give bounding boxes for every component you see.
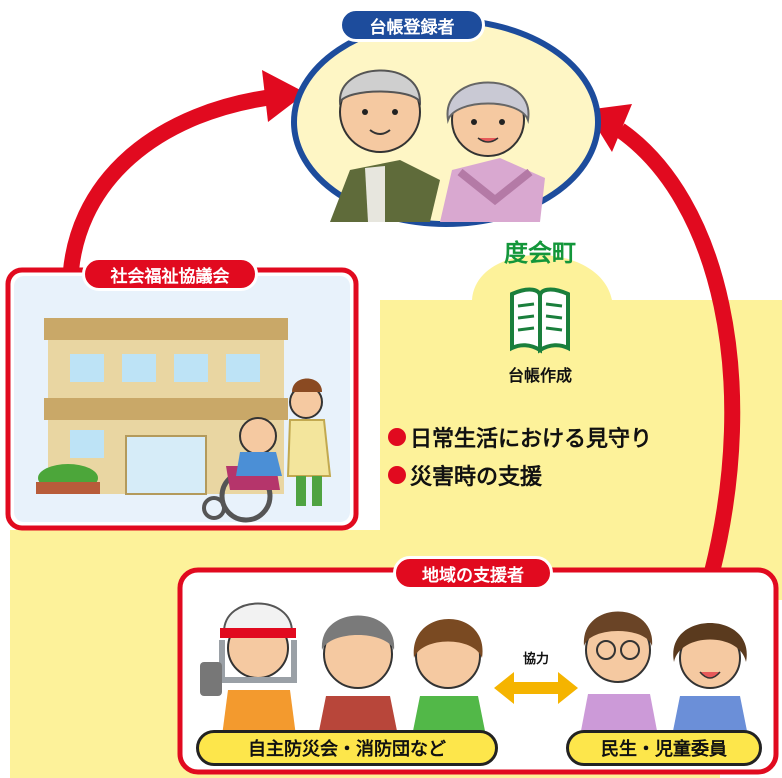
elderly-man-illustration bbox=[330, 69, 440, 222]
cooperation-arrow bbox=[494, 672, 578, 704]
arrowhead-left bbox=[262, 70, 306, 122]
disaster-group-label: 自主防災会・消防団など bbox=[196, 730, 498, 766]
purpose-item: 災害時の支援 bbox=[388, 456, 652, 494]
registrants-oval bbox=[291, 17, 601, 227]
bullet-dot-icon bbox=[388, 428, 406, 446]
purpose-item: 日常生活における見守り bbox=[388, 418, 652, 456]
town-name: 度会町 bbox=[504, 239, 576, 267]
arrow-supporters-to-registrants bbox=[615, 123, 741, 574]
wheelchair-caregiver-illustration bbox=[202, 378, 332, 523]
welfare-commissioner-label: 民生・児童委員 bbox=[566, 730, 762, 766]
council-label: 社会福祉協議会 bbox=[82, 257, 258, 291]
supporters-label: 地域の支援者 bbox=[393, 556, 553, 590]
woman-illustration bbox=[412, 619, 486, 736]
man-with-glasses-illustration bbox=[580, 611, 658, 736]
registrants-label: 台帳登録者 bbox=[339, 8, 485, 42]
cooperation-label: 協力 bbox=[522, 652, 549, 667]
firefighter-illustration bbox=[200, 602, 297, 736]
purpose-list: 日常生活における見守り 災害時の支援 bbox=[388, 418, 652, 494]
elderly-woman-illustration bbox=[440, 81, 545, 222]
man-illustration bbox=[318, 615, 398, 736]
ledger-caption: 台帳作成 bbox=[507, 366, 572, 385]
bullet-dot-icon bbox=[388, 466, 406, 484]
smiling-woman-illustration bbox=[672, 623, 748, 736]
book-icon bbox=[510, 287, 570, 354]
arrow-council-to-registrants bbox=[62, 88, 281, 291]
